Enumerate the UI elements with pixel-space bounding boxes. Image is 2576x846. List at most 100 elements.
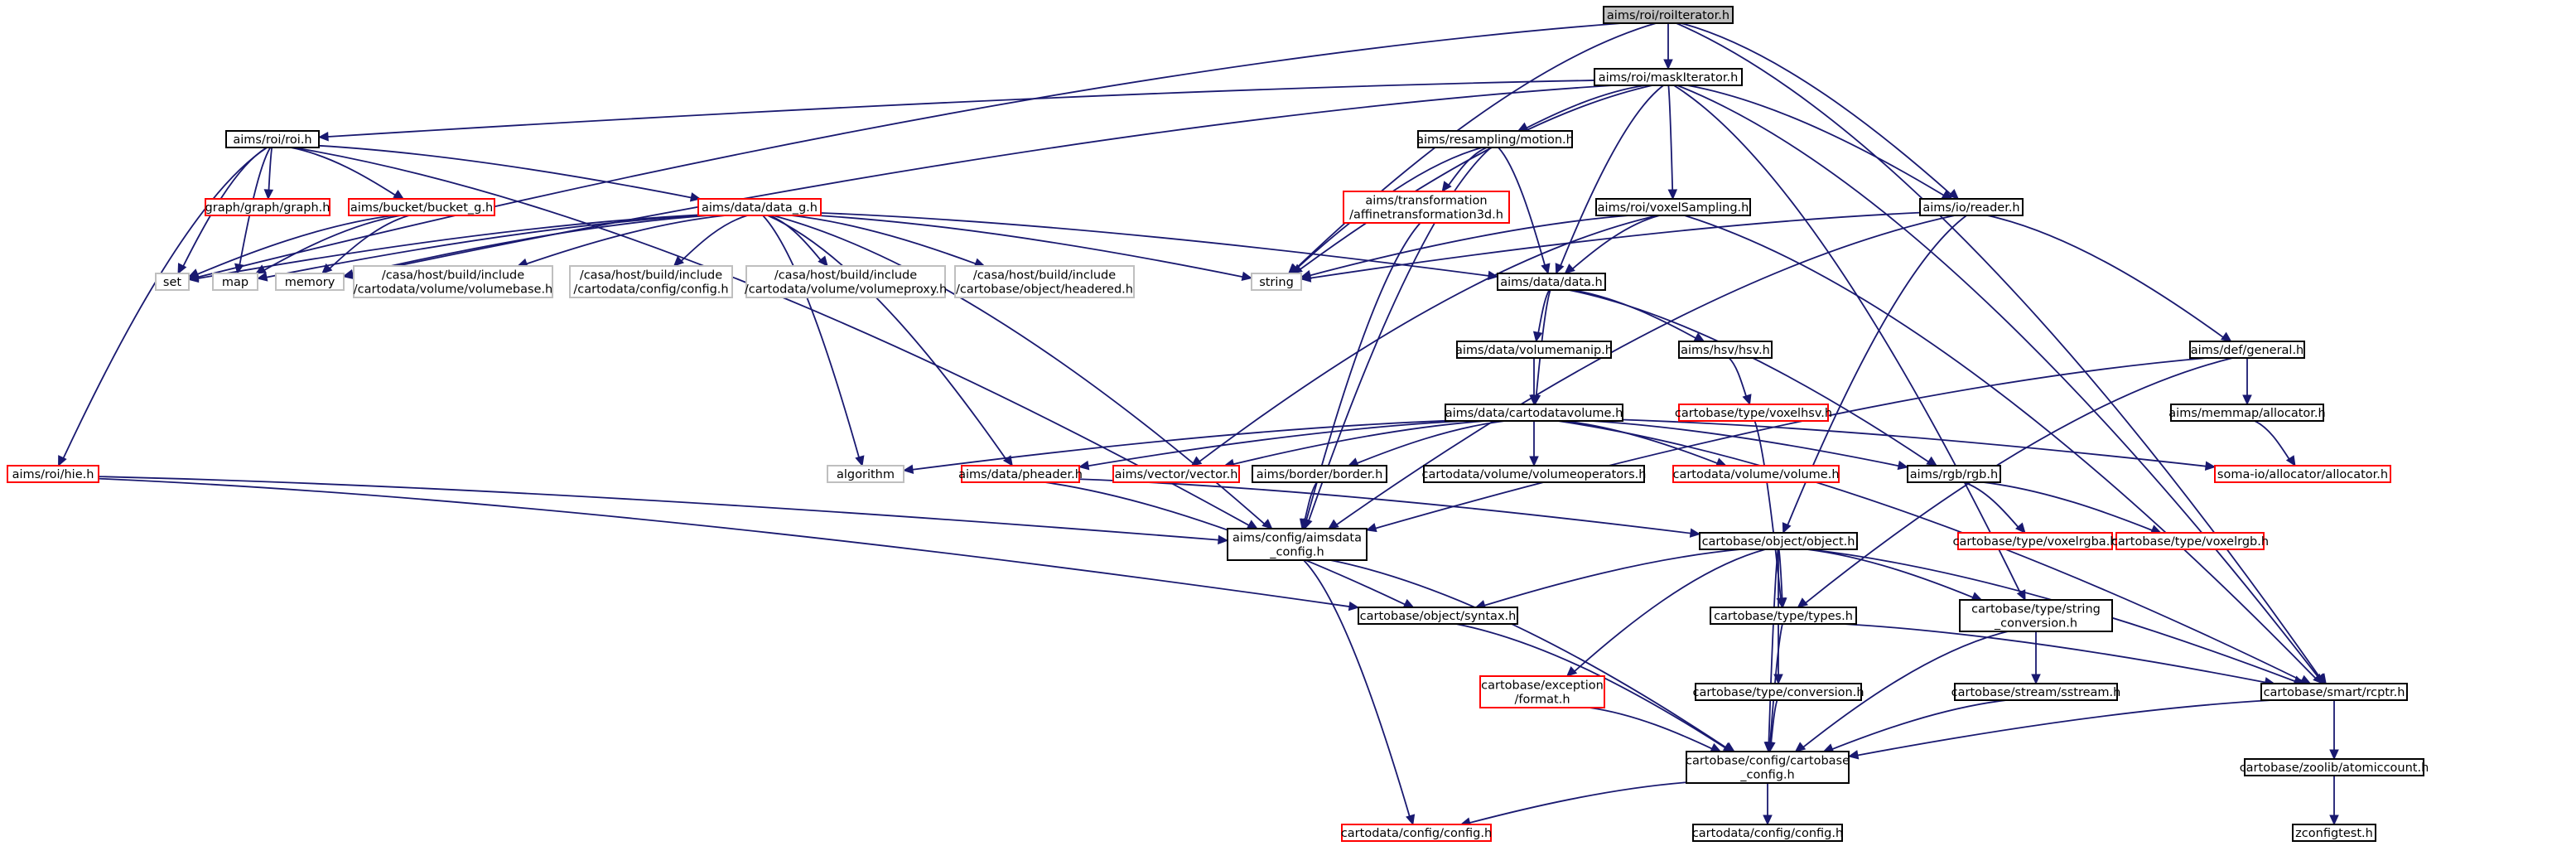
- node-somaalloc[interactable]: soma-io/allocator/allocator.h: [2214, 465, 2391, 483]
- node-motion[interactable]: aims/resampling/motion.h: [1416, 130, 1574, 148]
- edge-arrowhead: [2015, 522, 2026, 534]
- node-format[interactable]: cartobase/exception/format.h: [1479, 675, 1605, 708]
- edge-line: [767, 215, 1007, 460]
- node-rcptr[interactable]: cartobase/smart/rcptr.h: [2260, 683, 2408, 701]
- node-maskIterator[interactable]: aims/roi/maskIterator.h: [1594, 68, 1743, 86]
- node-cartodatavolume[interactable]: aims/data/cartodatavolume.h: [1445, 404, 1623, 422]
- edge-data_g-to-string: [817, 215, 1253, 282]
- node-graph[interactable]: graph/graph/graph.h: [205, 198, 330, 216]
- node-volume[interactable]: cartodata/volume/volume.h: [1672, 465, 1840, 483]
- edge-line: [1329, 559, 1727, 749]
- edge-arrowhead: [1847, 750, 1860, 760]
- edge-bucket-to-memory: [321, 215, 410, 274]
- node-label: /casa/host/build/include: [382, 269, 524, 283]
- edge-arrowhead: [818, 255, 828, 267]
- node-cartodata_config_red[interactable]: cartodata/config/config.h: [1341, 824, 1492, 842]
- node-atomiccount[interactable]: cartobase/zoolib/atomiccount.h: [2240, 758, 2429, 776]
- node-roi[interactable]: aims/roi/roi.h: [225, 130, 320, 148]
- node-box: [1686, 751, 1850, 784]
- node-box: [2189, 341, 2305, 359]
- node-box: [1358, 607, 1518, 625]
- edge-line: [762, 215, 860, 458]
- node-memory[interactable]: memory: [275, 273, 345, 291]
- edge-arrowhead: [1261, 519, 1273, 529]
- edge-reader-to-general: [1987, 215, 2232, 342]
- node-affine[interactable]: aims/transformation/affinetransformation…: [1343, 191, 1510, 224]
- node-object[interactable]: cartobase/object/object.h: [1699, 532, 1858, 550]
- node-label: aims/def/general.h: [2191, 344, 2304, 357]
- node-string[interactable]: string: [1251, 273, 1302, 291]
- node-pheader[interactable]: aims/data/pheader.h: [958, 465, 1083, 483]
- node-configh_ext[interactable]: /casa/host/build/include/cartodata/confi…: [569, 265, 733, 298]
- node-label: /cartodata/config/config.h: [573, 283, 728, 297]
- node-aimsdata_config[interactable]: aims/config/aimsdata_config.h: [1227, 528, 1368, 561]
- edge-line: [266, 215, 702, 278]
- node-label: cartobase/object/syntax.h: [1360, 610, 1517, 623]
- node-border[interactable]: aims/border/border.h: [1252, 465, 1387, 483]
- node-label: aims/roi/voxelSampling.h: [1598, 201, 1749, 215]
- node-sstream[interactable]: cartobase/stream/sstream.h: [1951, 683, 2121, 701]
- edge-line: [1769, 623, 1783, 743]
- node-syntax[interactable]: cartobase/object/syntax.h: [1358, 607, 1518, 625]
- node-label: cartobase/type/voxelhsv.h: [1675, 407, 1832, 420]
- edge-data_g-to-set: [187, 214, 699, 283]
- node-box: [2170, 404, 2324, 422]
- node-volumemanip[interactable]: aims/data/volumemanip.h: [1455, 341, 1613, 359]
- node-roiIterator[interactable]: aims/roi/roiIterator.h: [1603, 6, 1734, 24]
- node-volumebase[interactable]: /casa/host/build/include/cartodata/volum…: [353, 265, 553, 298]
- edge-arrowhead: [1763, 815, 1773, 826]
- node-data[interactable]: aims/data/data.h: [1497, 273, 1606, 291]
- node-zconfigtest[interactable]: zconfigtest.h: [2292, 824, 2376, 842]
- node-allocatorh[interactable]: aims/memmap/allocator.h: [2168, 404, 2326, 422]
- node-label: aims/io/reader.h: [1922, 201, 2019, 215]
- node-voxelrgb[interactable]: cartobase/type/voxelrgb.h: [2111, 532, 2269, 550]
- node-hie[interactable]: aims/roi/hie.h: [7, 465, 99, 483]
- edge-arrowhead: [1348, 601, 1360, 612]
- edge-line: [327, 80, 1595, 138]
- node-volumeoperators[interactable]: cartodata/volume/volumeoperators.h: [1422, 465, 1647, 483]
- edge-arrowhead: [1541, 263, 1551, 275]
- edge-line: [1560, 85, 1664, 266]
- node-voxelhsv[interactable]: cartobase/type/voxelhsv.h: [1675, 404, 1832, 422]
- node-voxelrgba[interactable]: cartobase/type/voxelrgba.h: [1953, 532, 2118, 550]
- node-rgb[interactable]: aims/rgb/rgb.h: [1907, 465, 2001, 483]
- node-string_conv[interactable]: cartobase/type/string_conversion.h: [1959, 599, 2113, 632]
- node-general[interactable]: aims/def/general.h: [2189, 341, 2305, 359]
- edge-arrowhead: [902, 464, 914, 475]
- node-cartodata_config_blk[interactable]: cartodata/config/config.h: [1692, 824, 1843, 842]
- edge-cartodatavolume-to-algorithm: [902, 419, 1446, 475]
- node-bucket[interactable]: aims/bucket/bucket_g.h: [348, 198, 495, 216]
- edge-hie-to-aimsdata_config: [98, 476, 1229, 545]
- node-data_g[interactable]: aims/data/data_g.h: [697, 198, 822, 216]
- node-volumeproxy[interactable]: /casa/host/build/include/cartodata/volum…: [745, 265, 947, 298]
- node-box: [2244, 758, 2424, 776]
- node-set[interactable]: set: [155, 273, 190, 291]
- edge-arrowhead: [1529, 394, 1539, 406]
- edge-arrowhead: [2220, 331, 2232, 342]
- edge-line: [1778, 549, 1783, 599]
- node-label: cartodata/config/config.h: [1341, 827, 1492, 840]
- node-box: [1959, 599, 2113, 632]
- node-box: [212, 273, 258, 291]
- node-box: [1497, 273, 1606, 291]
- node-voxelSampling[interactable]: aims/roi/voxelSampling.h: [1595, 198, 1751, 216]
- node-box: [155, 273, 190, 291]
- node-types[interactable]: cartobase/type/types.h: [1710, 607, 1857, 625]
- node-algorithm[interactable]: algorithm: [827, 465, 904, 483]
- node-conversion[interactable]: cartobase/type/conversion.h: [1692, 683, 1864, 701]
- node-map[interactable]: map: [212, 273, 258, 291]
- node-headered[interactable]: /casa/host/build/include/cartobase/objec…: [954, 265, 1135, 298]
- edge-line: [1622, 418, 2207, 467]
- node-reader[interactable]: aims/io/reader.h: [1919, 198, 2024, 216]
- node-cartobase_config[interactable]: cartobase/config/cartobase_config.h: [1686, 751, 1850, 784]
- edge-data_g-to-volumeproxy: [769, 215, 828, 267]
- edge-line: [1590, 420, 1899, 467]
- edge-line: [1336, 215, 1956, 525]
- node-box: [1695, 683, 1862, 701]
- node-vector[interactable]: aims/vector/vector.h: [1112, 465, 1240, 483]
- node-hsv[interactable]: aims/hsv/hsv.h: [1678, 341, 1773, 359]
- node-label: aims/resampling/motion.h: [1416, 133, 1574, 147]
- edge-arrowhead: [673, 255, 684, 267]
- edge-line: [239, 147, 272, 265]
- node-label: cartobase/stream/sstream.h: [1951, 686, 2121, 699]
